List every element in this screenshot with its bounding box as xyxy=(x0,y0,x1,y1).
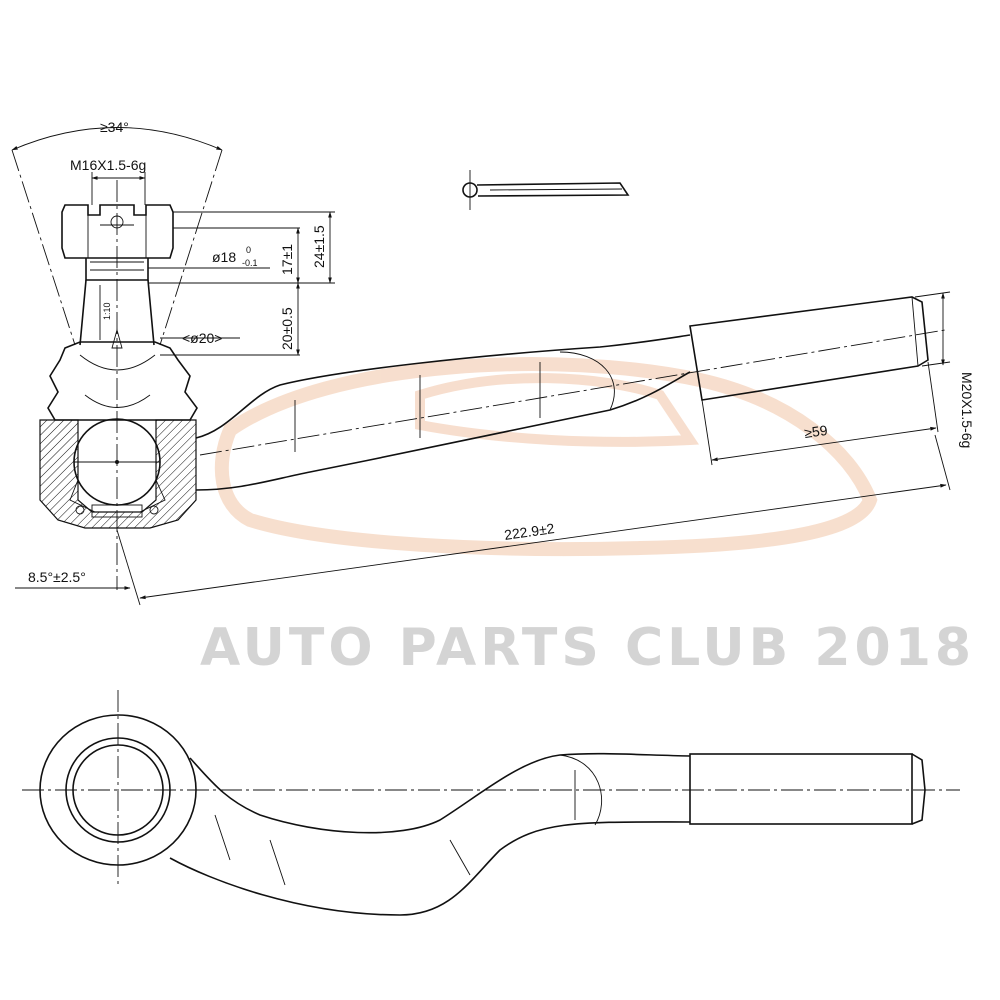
svg-text:0: 0 xyxy=(246,245,251,255)
cone-angle-label: ≥34° xyxy=(100,119,129,135)
stud-thread-label: M16X1.5-6g xyxy=(70,157,146,173)
cotter-pin-drawing xyxy=(462,170,630,210)
dimension-lines xyxy=(15,172,951,606)
stud-diameter-label: ø18 0 -0.1 xyxy=(212,245,258,268)
rod-thread-label: M20X1.5-6g xyxy=(959,372,975,448)
svg-text:ø18: ø18 xyxy=(212,249,236,265)
stud-24-label: 24±1.5 xyxy=(311,225,327,268)
thread-length-label: ≥59 xyxy=(803,422,828,441)
taper-diameter-label: <ø20> xyxy=(182,330,222,346)
watermark-text: AUTO PARTS CLUB 2018 xyxy=(200,618,975,678)
overall-length-label: 222.9±2 xyxy=(503,520,555,543)
stud-17-label: 17±1 xyxy=(279,244,295,275)
stud-20-label: 20±0.5 xyxy=(279,307,295,350)
angle-label: 8.5°±2.5° xyxy=(28,569,86,585)
svg-text:-0.1: -0.1 xyxy=(242,258,258,268)
top-view xyxy=(22,690,960,916)
taper-label: 1:10 xyxy=(102,302,112,320)
